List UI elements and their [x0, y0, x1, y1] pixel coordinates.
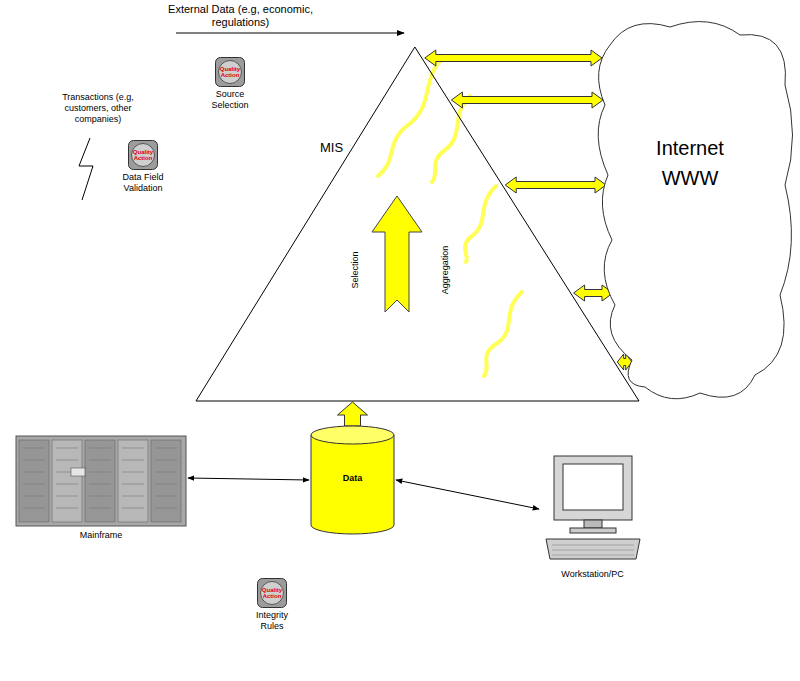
base [570, 528, 616, 533]
main-node: Mainframe [15, 428, 187, 546]
block-arrow [425, 50, 602, 66]
icon-text: Quality Action [257, 578, 287, 608]
cabinet-panel [118, 440, 148, 522]
drawing-part [465, 186, 496, 262]
panel-stripe [89, 448, 111, 449]
panel-stripe [89, 460, 111, 461]
cabinet-panel [151, 440, 181, 522]
internet-label: Internet WWW [635, 133, 745, 193]
quality-caption: Data Field Validation [108, 172, 178, 194]
panel-stripe [23, 472, 45, 473]
link-arrow [396, 480, 539, 509]
aggregation-label: Aggregation [440, 246, 450, 295]
cabinet-panel [19, 440, 49, 522]
panel-stripe [23, 496, 45, 497]
external-data-label: External Data (e.g, economic, regulation… [168, 3, 313, 29]
mainframe-label: Mainframe [15, 530, 187, 541]
panel-stripe [23, 460, 45, 461]
stand [584, 520, 602, 528]
workstation-icon [540, 455, 645, 563]
cylinder-top [311, 426, 394, 444]
qa-node: Quality ActionData Field Validation [108, 140, 178, 206]
selection-label: Selection [350, 251, 360, 288]
drawing-part [432, 96, 470, 182]
qa-node: Quality ActionIntegrity Rules [237, 578, 307, 644]
panel-stripe [155, 508, 177, 509]
panel-stripe [23, 448, 45, 449]
panel-stripe [122, 508, 144, 509]
panel-stripe [155, 484, 177, 485]
monitor [554, 456, 632, 520]
panel-stripe [89, 484, 111, 485]
mis-triangle [195, 45, 640, 403]
mainframe-icon [15, 428, 187, 528]
workstation-label: Workstation/PC [540, 569, 645, 580]
panel-stripe [23, 484, 45, 485]
panel-stripe [122, 448, 144, 449]
transactions-label: Transactions (e.g, customers, other comp… [48, 92, 148, 125]
panel-stripe [89, 472, 111, 473]
panel-stripe [56, 496, 78, 497]
cabinet-panel [85, 440, 115, 522]
panel-stripe [122, 496, 144, 497]
cabinet-panel [52, 440, 82, 522]
block-arrow [338, 402, 368, 426]
triangle-outline [196, 47, 639, 401]
console [71, 468, 85, 476]
icon-text: Quality Action [128, 140, 158, 170]
external-data-arrow [176, 33, 404, 34]
block-arrow [451, 92, 603, 108]
screen [563, 464, 623, 510]
key-row [552, 555, 634, 556]
icon-frame [258, 579, 287, 608]
cloud-outline [598, 22, 792, 399]
qa-node: Quality ActionSource Selection [195, 57, 265, 119]
quality-caption: Source Selection [195, 89, 265, 111]
panel-stripe [155, 448, 177, 449]
panel-stripe [89, 496, 111, 497]
cloud-node: Internet WWW [590, 15, 795, 405]
panel-stripe [122, 472, 144, 473]
internet-cloud [590, 15, 795, 405]
block-arrow [505, 177, 606, 193]
drawing-part [484, 292, 522, 376]
icon-frame [129, 141, 158, 170]
cylinder-body [311, 435, 394, 534]
key-row [552, 545, 634, 546]
panel-stripe [155, 460, 177, 461]
panel-stripe [155, 496, 177, 497]
panel-stripe [155, 472, 177, 473]
panel-stripe [23, 508, 45, 509]
panel-stripe [122, 484, 144, 485]
link-arrow [188, 478, 309, 480]
ws-node: Workstation/PC [540, 455, 645, 585]
data-label: Data [310, 473, 395, 483]
panel-stripe [56, 484, 78, 485]
cabinet [16, 436, 186, 526]
selection-arrow [372, 196, 422, 312]
mis-label: MIS [320, 140, 343, 155]
tri-node: MIS Selection Aggregation [195, 45, 640, 403]
panel-stripe [56, 460, 78, 461]
panel-stripe [56, 508, 78, 509]
quality-caption: Integrity Rules [237, 610, 307, 632]
lightning-line [79, 138, 93, 200]
drawing-part [378, 56, 444, 176]
panel-stripe [56, 448, 78, 449]
icon-frame [216, 58, 245, 87]
panel-stripe [89, 508, 111, 509]
cyl-node: Data [310, 425, 395, 535]
keyboard [546, 539, 640, 559]
icon-text: Quality Action [215, 57, 245, 87]
panel-stripe [122, 460, 144, 461]
key-row [552, 550, 634, 551]
